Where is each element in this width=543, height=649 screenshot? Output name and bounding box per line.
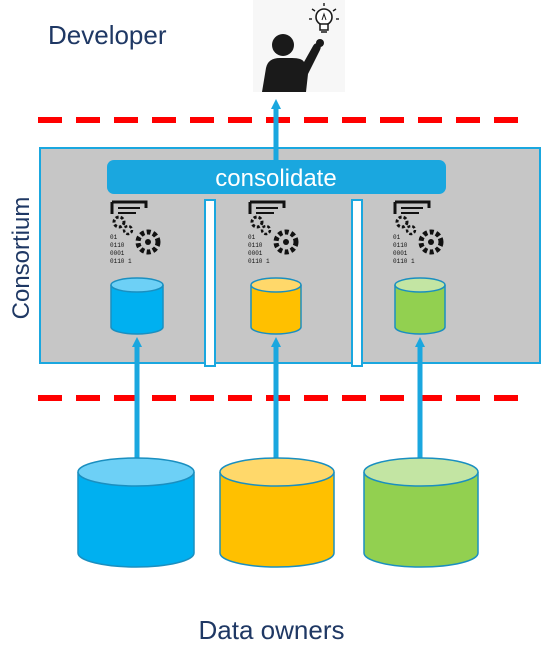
code-line-3: 0001 <box>248 250 263 257</box>
small-database-green-icon <box>394 277 446 335</box>
large-database-blue-icon <box>77 457 195 568</box>
code-line-1: 01 <box>110 234 118 241</box>
code-line-4: 0110 1 <box>248 258 270 265</box>
developer-label: Developer <box>48 20 167 50</box>
large-database-yellow-icon <box>219 457 335 568</box>
data-owners-label: Data owners <box>198 615 345 645</box>
code-line-2: 0110 <box>248 242 263 249</box>
lightbulb-icon <box>309 3 339 33</box>
separator-right <box>351 199 363 367</box>
compute-gears-icon-1: 01 0110 0001 0110 1 <box>110 200 161 265</box>
consortium-label: Consortium <box>8 196 35 320</box>
code-line-3: 0001 <box>110 250 125 257</box>
code-line-1: 01 <box>248 234 256 241</box>
code-line-1: 01 <box>393 234 401 241</box>
compute-gears-icon-3: 01 0110 0001 0110 1 <box>393 200 444 265</box>
code-line-3: 0001 <box>393 250 408 257</box>
consolidate-bar <box>107 160 446 194</box>
large-database-green-icon <box>363 457 479 568</box>
code-line-4: 0110 1 <box>393 258 415 265</box>
consolidate-label: consolidate <box>215 165 336 192</box>
separator-left <box>204 199 216 367</box>
code-line-2: 0110 <box>393 242 408 249</box>
code-line-2: 0110 <box>110 242 125 249</box>
small-database-blue-icon <box>110 277 164 335</box>
small-database-yellow-icon <box>250 277 302 335</box>
compute-gears-icon-2: 01 0110 0001 0110 1 <box>248 200 299 265</box>
code-line-4: 0110 1 <box>110 258 132 265</box>
